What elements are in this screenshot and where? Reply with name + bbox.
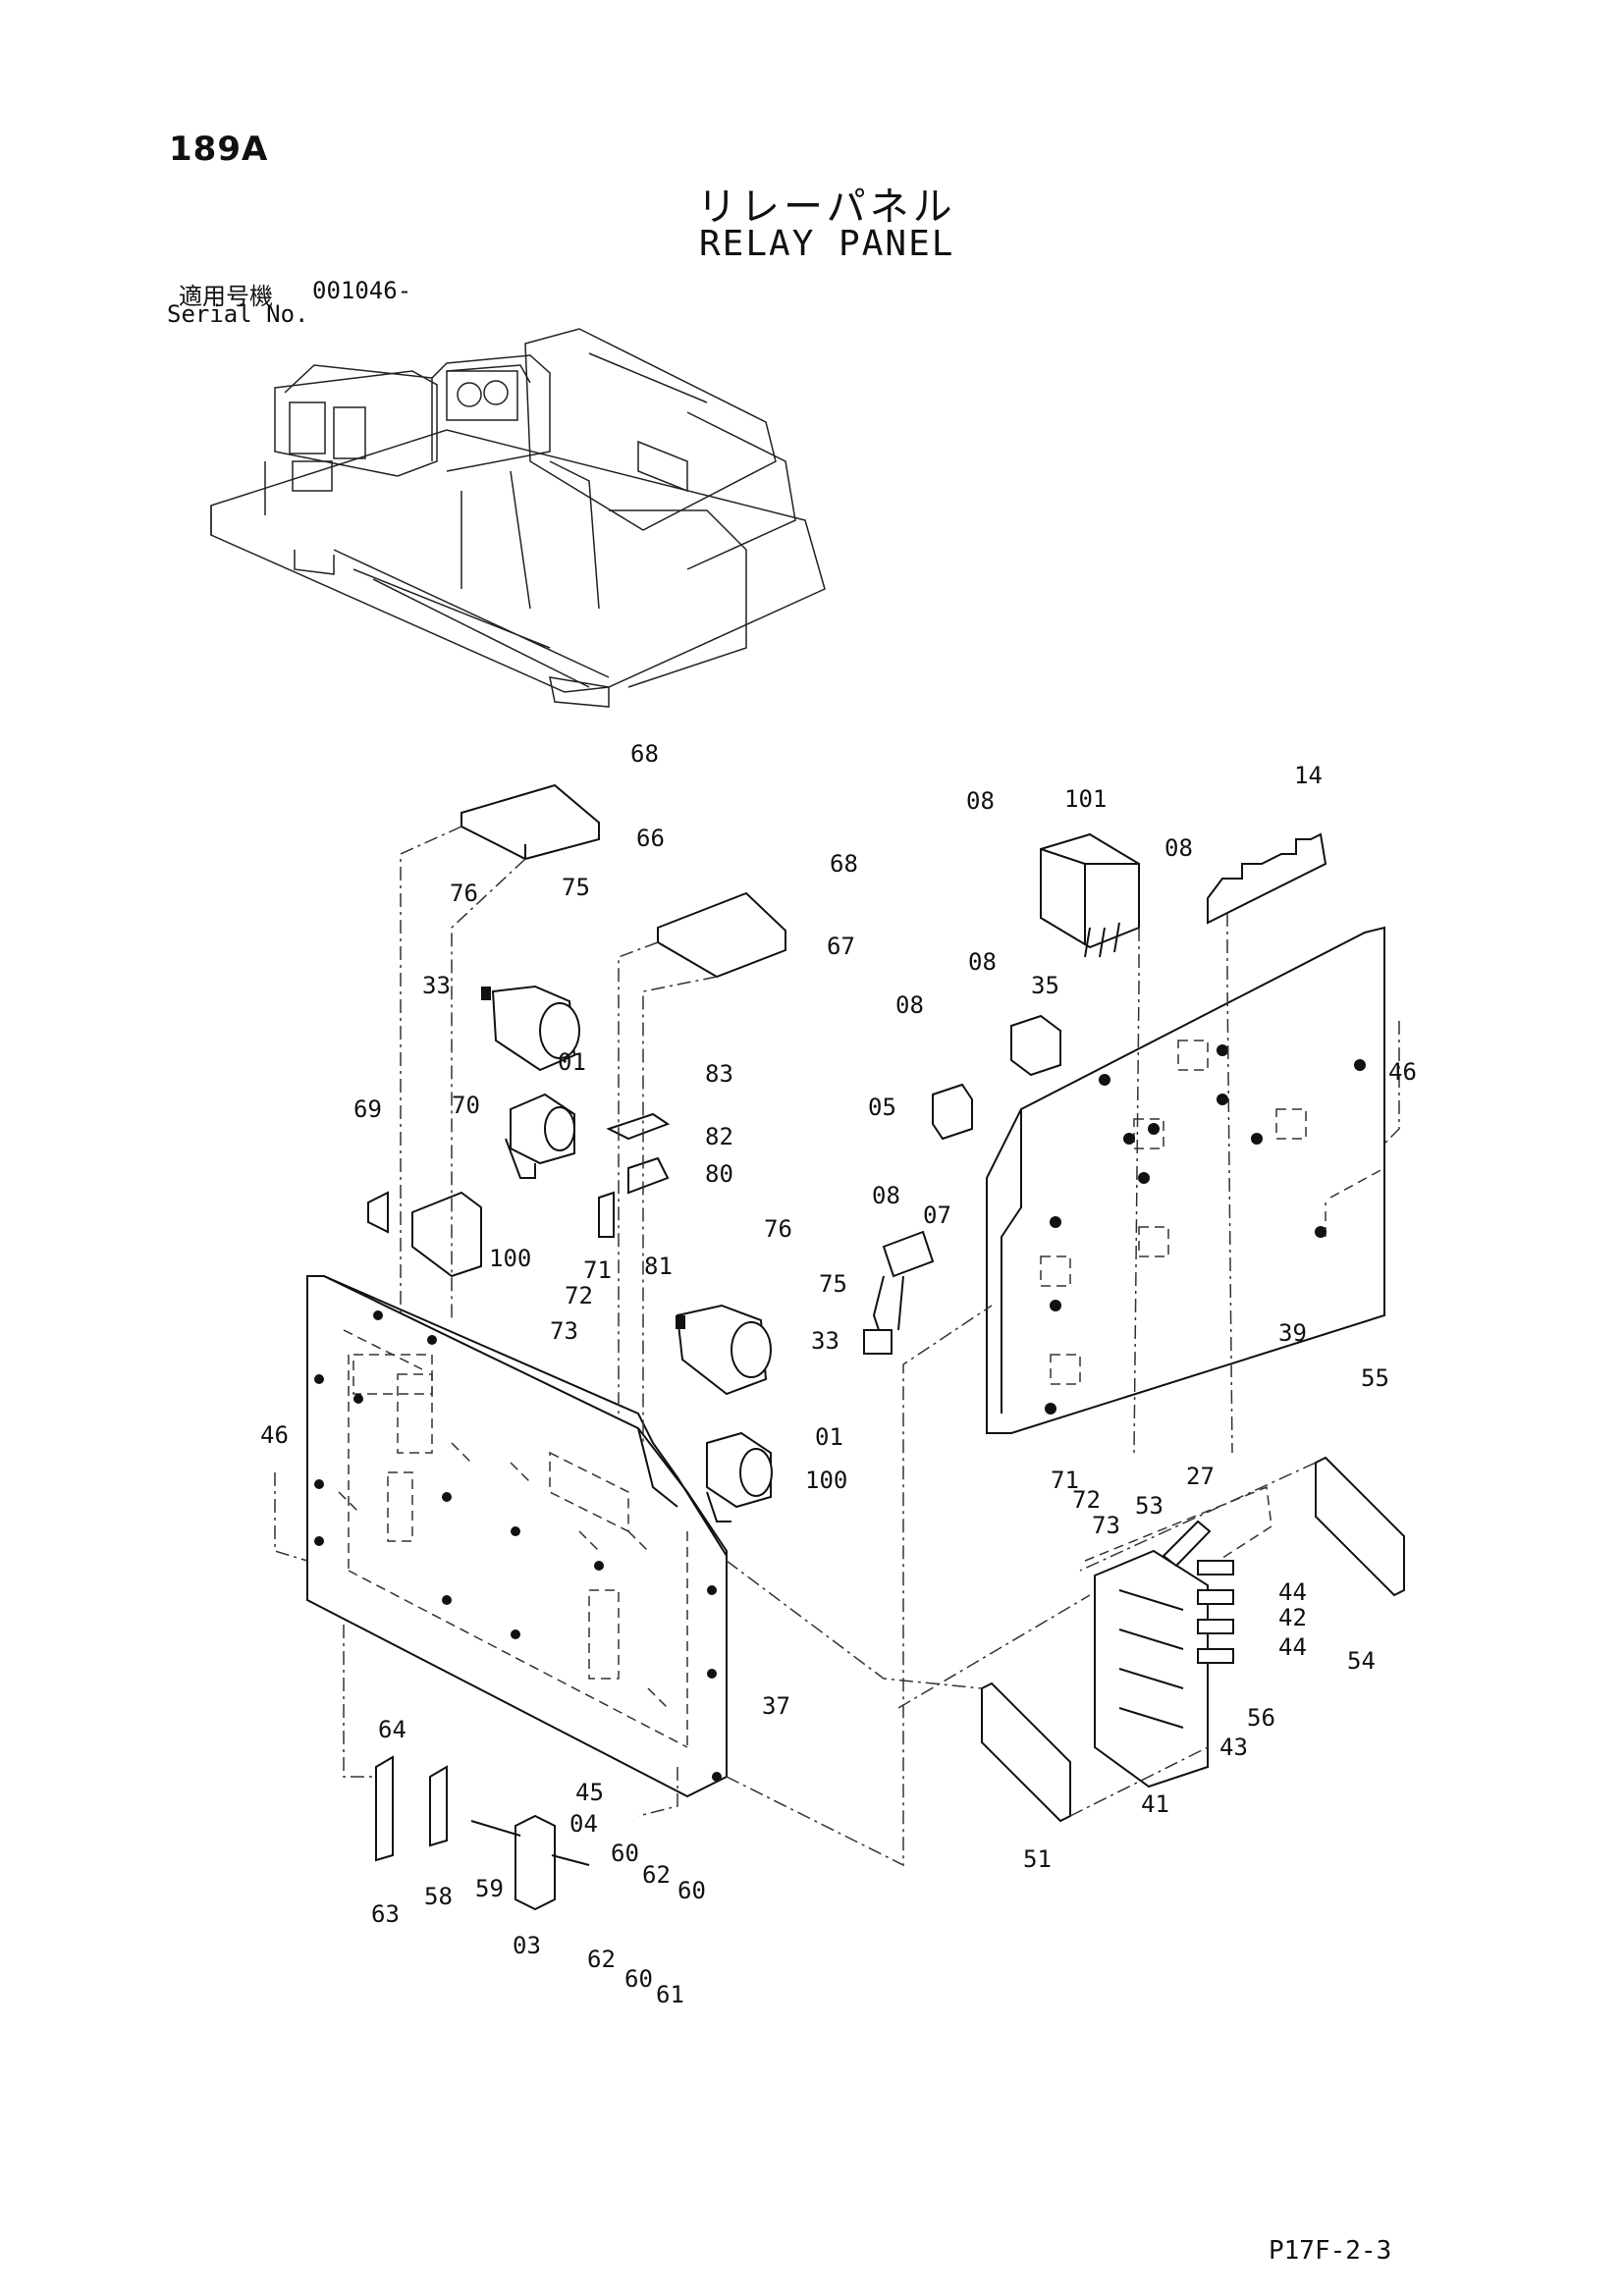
callout-45: 45 bbox=[575, 1779, 604, 1806]
callout-08-d: 08 bbox=[895, 991, 924, 1019]
callout-42: 42 bbox=[1278, 1604, 1307, 1631]
callout-44-a: 44 bbox=[1278, 1578, 1307, 1606]
right-relay-panel-39 bbox=[986, 926, 1385, 1434]
callout-81: 81 bbox=[644, 1253, 673, 1280]
callout-72-right: 72 bbox=[1072, 1486, 1101, 1514]
callout-62-b: 62 bbox=[642, 1861, 671, 1889]
callout-01-lower: 01 bbox=[815, 1423, 843, 1451]
callout-39: 39 bbox=[1278, 1319, 1307, 1347]
relay-35 bbox=[1010, 1014, 1061, 1077]
cover-67 bbox=[657, 891, 786, 979]
callout-67: 67 bbox=[827, 933, 855, 960]
callout-100-upper: 100 bbox=[489, 1245, 531, 1272]
callout-70: 70 bbox=[452, 1092, 480, 1119]
callout-60-a: 60 bbox=[611, 1840, 639, 1867]
solenoid-100-lower bbox=[706, 1431, 773, 1522]
title-japanese: リレーパネル bbox=[697, 185, 956, 230]
title-english: RELAY PANEL bbox=[699, 224, 955, 264]
callout-75-upper: 75 bbox=[562, 874, 590, 901]
callout-80: 80 bbox=[705, 1160, 733, 1188]
page-code: 189A bbox=[169, 130, 269, 169]
callout-14: 14 bbox=[1294, 762, 1323, 789]
machine-overview-illustration bbox=[210, 328, 826, 708]
serial-label-english: Serial No. bbox=[167, 300, 309, 328]
callout-08-e: 08 bbox=[872, 1182, 900, 1209]
callout-labels: 68 66 68 67 76 75 33 01 70 69 100 83 82 … bbox=[260, 740, 1417, 2008]
callout-75-lower: 75 bbox=[819, 1270, 847, 1298]
callout-27: 27 bbox=[1186, 1463, 1215, 1490]
callout-53: 53 bbox=[1135, 1492, 1164, 1520]
callout-55: 55 bbox=[1361, 1364, 1389, 1392]
callout-37: 37 bbox=[762, 1692, 790, 1720]
relay-33-upper bbox=[481, 985, 580, 1072]
callout-64: 64 bbox=[378, 1716, 406, 1743]
callout-01-upper: 01 bbox=[558, 1048, 586, 1076]
callout-08-a: 08 bbox=[966, 787, 995, 815]
flasher-05 bbox=[932, 1083, 973, 1141]
callout-08-b: 08 bbox=[1164, 834, 1193, 862]
callout-68-lower: 68 bbox=[830, 850, 858, 878]
callout-69: 69 bbox=[353, 1095, 382, 1123]
connector-07 bbox=[863, 1230, 935, 1355]
left-relay-panel-37 bbox=[306, 1275, 728, 1798]
callout-66: 66 bbox=[636, 825, 665, 852]
callout-72-left: 72 bbox=[565, 1282, 593, 1309]
callout-54: 54 bbox=[1347, 1647, 1376, 1675]
fuse-holder-27 bbox=[1162, 1520, 1212, 1568]
cover-54 bbox=[1315, 1456, 1405, 1597]
callout-71-right: 71 bbox=[1051, 1467, 1079, 1494]
callout-76-upper: 76 bbox=[450, 880, 478, 907]
cover-51 bbox=[981, 1682, 1071, 1823]
assembly-lines bbox=[274, 826, 1400, 1867]
callout-60-b: 60 bbox=[624, 1965, 653, 1993]
callout-03: 03 bbox=[513, 1932, 541, 1959]
callout-73-right: 73 bbox=[1092, 1512, 1120, 1539]
callout-33-lower: 33 bbox=[811, 1327, 839, 1355]
cover-66 bbox=[460, 783, 600, 861]
callout-71-left: 71 bbox=[583, 1256, 612, 1284]
callout-41: 41 bbox=[1141, 1790, 1169, 1818]
fuse-box-41 bbox=[1084, 1485, 1272, 1789]
callout-101: 101 bbox=[1064, 785, 1107, 813]
callout-73-left: 73 bbox=[550, 1317, 578, 1345]
relay-101 bbox=[1040, 832, 1140, 958]
callout-07: 07 bbox=[923, 1201, 951, 1229]
callout-51: 51 bbox=[1023, 1845, 1052, 1873]
callout-46-right: 46 bbox=[1388, 1058, 1417, 1086]
callout-44-b: 44 bbox=[1278, 1633, 1307, 1661]
callout-76-lower: 76 bbox=[764, 1215, 792, 1243]
bracket-80-82 bbox=[598, 1112, 671, 1238]
serial-label-japanese: 適用号機 bbox=[179, 283, 273, 310]
callout-62-a: 62 bbox=[587, 1946, 616, 1973]
lower-brackets bbox=[375, 1755, 590, 1911]
callout-60-c: 60 bbox=[677, 1877, 706, 1904]
figure-code: P17F-2-3 bbox=[1269, 2236, 1392, 2266]
callout-35: 35 bbox=[1031, 972, 1059, 999]
bracket-69 bbox=[367, 1191, 482, 1278]
callout-05: 05 bbox=[868, 1094, 896, 1121]
callout-58: 58 bbox=[424, 1883, 453, 1910]
serial-value: 001046- bbox=[312, 277, 412, 304]
callout-56: 56 bbox=[1247, 1704, 1275, 1732]
callout-100-lower: 100 bbox=[805, 1467, 847, 1494]
callout-83: 83 bbox=[705, 1060, 733, 1088]
bracket-14 bbox=[1207, 832, 1327, 925]
callout-68-upper: 68 bbox=[630, 740, 659, 768]
callout-08-c: 08 bbox=[968, 948, 997, 976]
relay-33-lower bbox=[676, 1304, 772, 1396]
callout-43: 43 bbox=[1219, 1734, 1248, 1761]
callout-33-upper: 33 bbox=[422, 972, 451, 999]
callout-61: 61 bbox=[656, 1981, 684, 2008]
callout-82: 82 bbox=[705, 1123, 733, 1150]
callout-63: 63 bbox=[371, 1900, 400, 1928]
callout-59: 59 bbox=[475, 1875, 504, 1902]
solenoid-100-upper bbox=[505, 1093, 575, 1179]
callout-04: 04 bbox=[569, 1810, 598, 1838]
callout-46-left: 46 bbox=[260, 1421, 289, 1449]
